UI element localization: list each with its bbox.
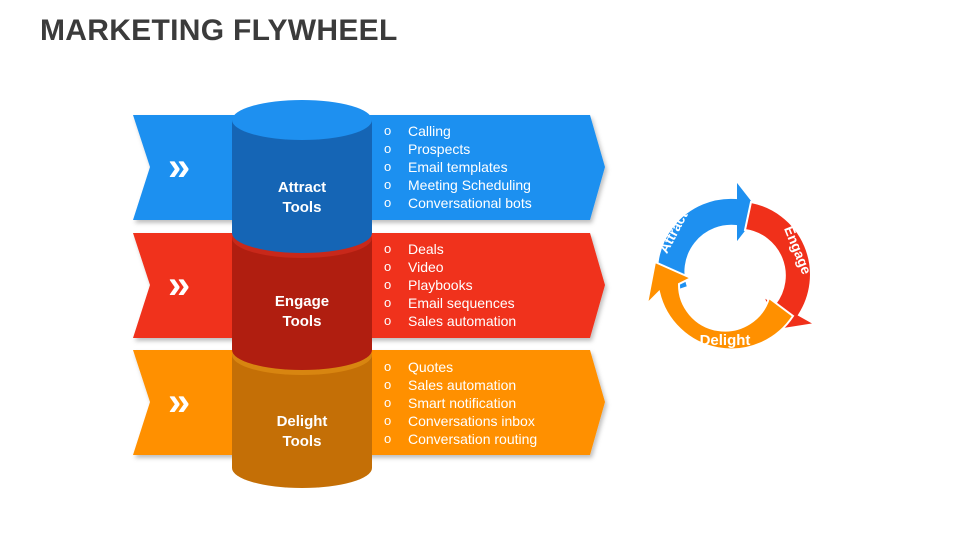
list-item: Quotes (384, 358, 537, 376)
page-title: MARKETING FLYWHEEL (40, 14, 398, 47)
attract-cylinder (232, 100, 372, 253)
list-item: Calling (384, 122, 532, 140)
delight-tools-list: Quotes Sales automation Smart notificati… (384, 358, 537, 448)
attract-tools-list: Calling Prospects Email templates Meetin… (384, 122, 532, 212)
attract-chevron-icon: » (168, 145, 191, 189)
list-item: Conversation routing (384, 430, 537, 448)
flywheel-attract-segment (656, 177, 763, 298)
list-item: Smart notification (384, 394, 537, 412)
flywheel-delight-label: Delight (699, 332, 751, 349)
engage-chevron-icon: » (168, 263, 191, 307)
list-item: Sales automation (384, 312, 516, 330)
list-item: Email sequences (384, 294, 516, 312)
list-item: Meeting Scheduling (384, 176, 532, 194)
flywheel-cycle (645, 177, 818, 351)
list-item: Conversational bots (384, 194, 532, 212)
list-item: Playbooks (384, 276, 516, 294)
list-item: Deals (384, 240, 516, 258)
attract-tools-label: Attract Tools (277, 179, 327, 216)
list-item: Sales automation (384, 376, 537, 394)
delight-chevron-icon: » (168, 380, 191, 424)
delight-tools-label: Delight Tools (276, 413, 328, 450)
flywheel-engage-segment (743, 200, 818, 332)
engage-tools-list: Deals Video Playbooks Email sequences Sa… (384, 240, 516, 330)
list-item: Prospects (384, 140, 532, 158)
list-item: Video (384, 258, 516, 276)
list-item: Email templates (384, 158, 532, 176)
flywheel-delight-segment (645, 260, 795, 351)
engage-tools-label: Engage Tools (274, 293, 330, 330)
list-item: Conversations inbox (384, 412, 537, 430)
